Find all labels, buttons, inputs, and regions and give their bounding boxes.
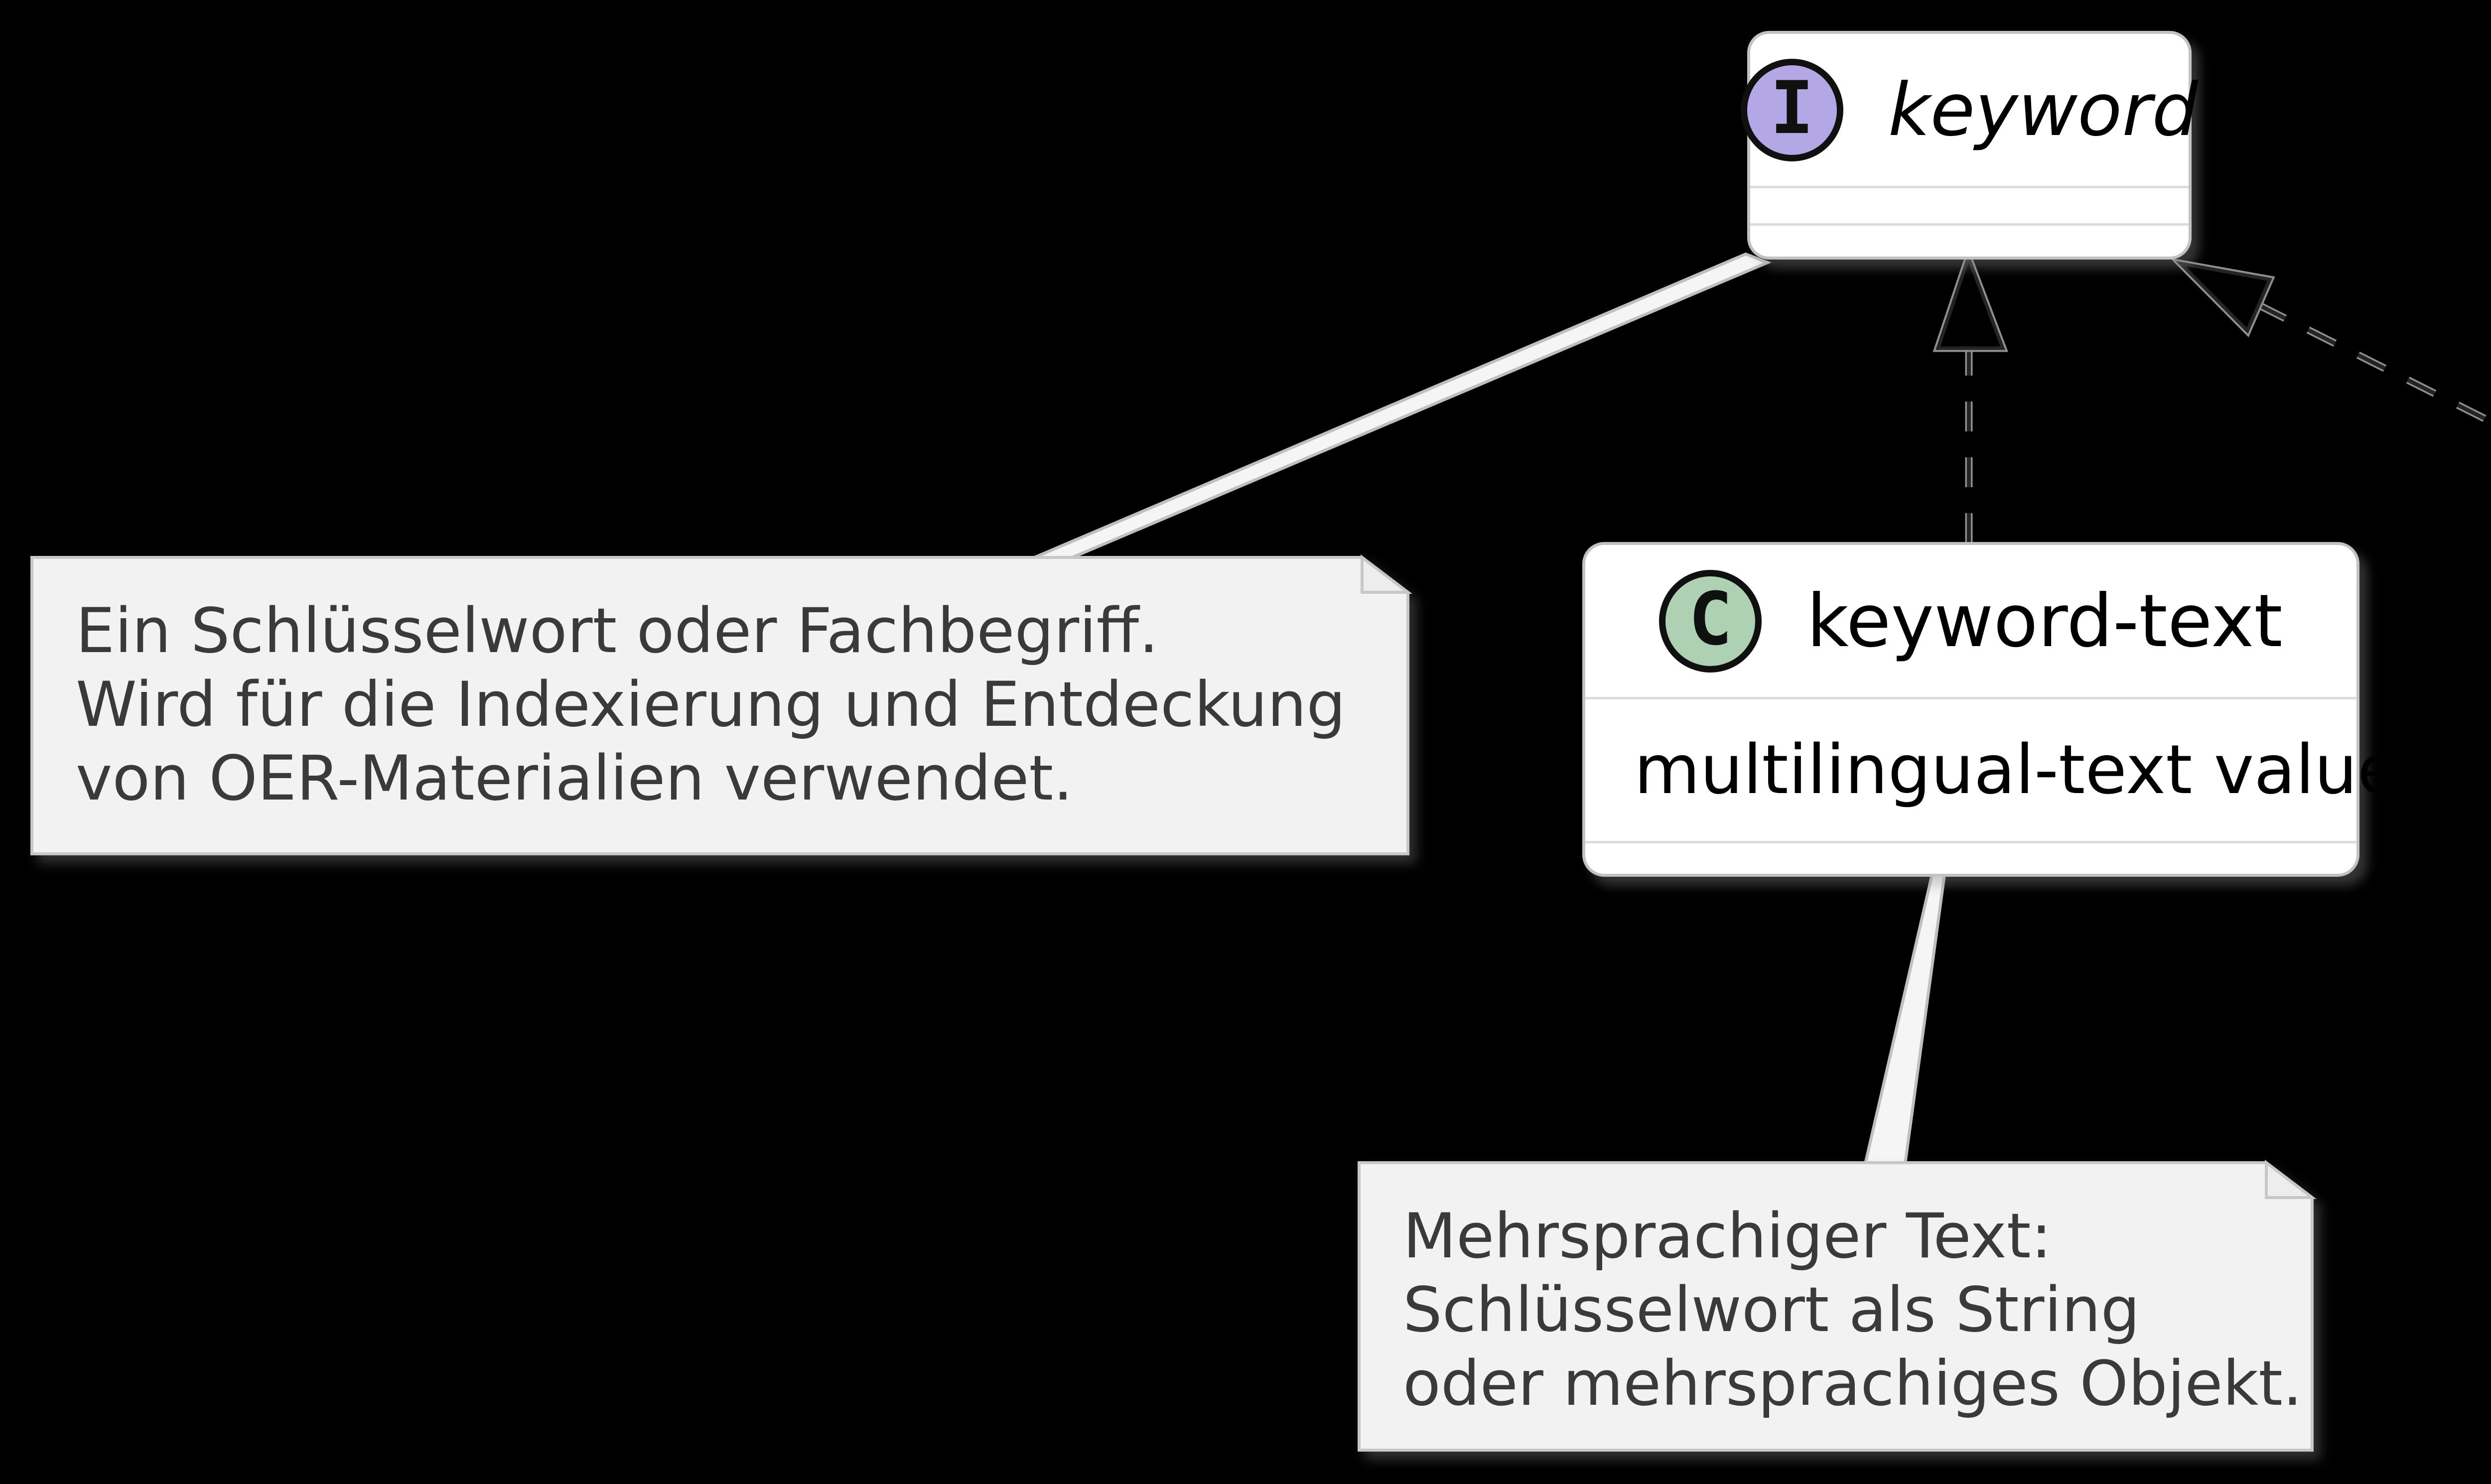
interface-icon: I xyxy=(1740,58,1843,161)
interface-name: keyword xyxy=(1888,67,2199,152)
methods-section-empty xyxy=(1585,843,2356,874)
note-keyword-text: Mehrsprachiger Text: Schlüsselwort als S… xyxy=(1357,1159,2317,1452)
note-fold-corner xyxy=(2265,1159,2317,1199)
realization-arrowhead-keyword-text xyxy=(1936,252,2006,350)
class-name: keyword-text xyxy=(1806,578,2283,664)
realization-arrowhead-keyword-uri xyxy=(2175,261,2272,334)
interface-title-row: I keyword xyxy=(1740,34,2198,186)
realization-line-keyword-uri xyxy=(2257,303,2491,424)
note-fold-corner xyxy=(1361,554,1412,594)
section-divider xyxy=(1750,186,2189,188)
note-line: von OER-Materialien verwendet. xyxy=(76,743,1073,814)
fields-section-empty xyxy=(1750,188,2189,223)
class-attribute: multilingual-text value xyxy=(1634,731,2399,809)
note-body xyxy=(30,556,1409,855)
note-line: Ein Schlüsselwort oder Fachbegriff. xyxy=(76,595,1159,667)
note-keyword-text-shape xyxy=(1358,1159,2317,1452)
methods-section-empty xyxy=(1750,226,2189,257)
section-divider xyxy=(1585,841,2356,843)
interface-box-keyword: I keyword xyxy=(1740,31,2198,260)
realization-line-halo-keyword-uri xyxy=(2256,301,2491,426)
note-body xyxy=(1358,1161,2314,1452)
note-line: Wird für die Indexierung und Entdeckung xyxy=(76,669,1346,741)
note-line: Schlüsselwort als String xyxy=(1403,1274,2140,1346)
note-keyword: Ein Schlüsselwort oder Fachbegriff. Wird… xyxy=(30,554,1412,856)
note-connector-keyword-text xyxy=(1863,873,1946,1165)
class-box-keyword-text: C keyword-text multilingual-text value xyxy=(1582,542,2399,877)
section-divider xyxy=(1585,697,2356,699)
note-line: oder mehrsprachiges Objekt. xyxy=(1403,1348,2303,1420)
note-line: Mehrsprachiger Text: xyxy=(1403,1201,2052,1272)
note-keyword-shape xyxy=(30,554,1412,855)
class-icon: C xyxy=(1659,569,1762,673)
section-divider xyxy=(1750,223,2189,226)
class-title-row: C keyword-text xyxy=(1585,545,2356,697)
note-connector-keyword xyxy=(1032,252,1772,559)
